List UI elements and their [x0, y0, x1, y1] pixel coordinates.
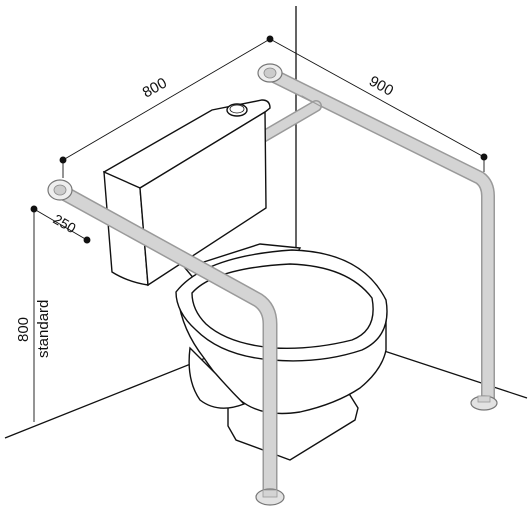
tank-side — [139, 110, 267, 287]
grab-bar-front — [54, 184, 278, 500]
flush-button — [226, 103, 248, 117]
wall-mount-rear — [257, 63, 283, 83]
dimension-height-label: 800 — [15, 317, 32, 342]
bowl-trap — [188, 346, 246, 409]
wall-mount-front — [47, 179, 73, 201]
dimension-lines — [30, 35, 488, 422]
floor-mount-left — [255, 488, 285, 506]
dimension-wall-length-label: 900 — [366, 73, 396, 100]
dimension-tank-width-label: 800 — [140, 74, 170, 101]
floor-mount-right — [470, 395, 498, 411]
toilet-bowl — [175, 243, 388, 461]
dimension-height-note: standard — [35, 300, 52, 358]
